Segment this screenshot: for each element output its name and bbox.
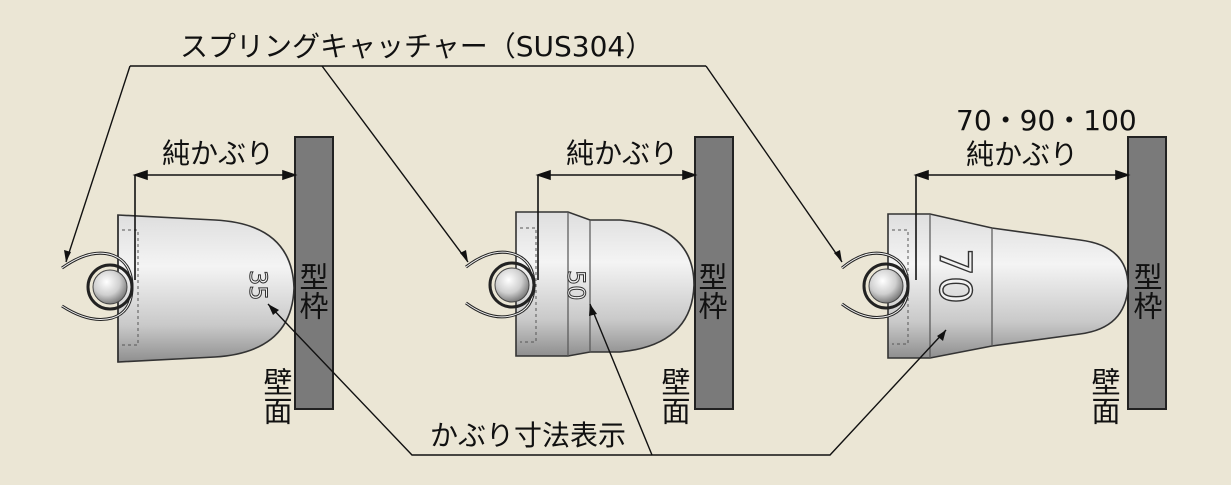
spacer-2	[465, 211, 695, 357]
formwork-label-2: 型枠	[694, 262, 728, 320]
spacer-1	[61, 214, 295, 363]
wall-surface-label-3: 壁面	[1087, 367, 1121, 425]
spacer-1-marking: 35	[244, 270, 272, 301]
net-cover-label-3: 純かぶり	[966, 138, 1078, 171]
cover-dimension-display-label: かぶり寸法表示	[430, 419, 626, 452]
leader-spring-arrows	[64, 250, 842, 262]
formwork-wall-3	[1127, 136, 1167, 410]
formwork-label-1: 型枠	[295, 262, 329, 320]
formwork-wall-1	[294, 136, 334, 410]
leader-cover-display	[267, 303, 947, 456]
spacer-3	[841, 213, 1129, 359]
formwork-wall-2	[694, 136, 734, 410]
wall-surface-label-2: 壁面	[657, 367, 691, 425]
net-cover-label-1: 純かぶり	[162, 137, 274, 170]
dimension-3	[913, 169, 1131, 280]
net-cover-label-2: 純かぶり	[566, 137, 678, 170]
leader-cover-arrows	[268, 304, 946, 341]
spacer-3-marking: 70	[929, 248, 980, 304]
dimension-1	[132, 169, 298, 280]
cover-options-label: 70・90・100	[956, 104, 1137, 137]
leader-spring-catcher	[65, 65, 843, 263]
spacer-2-marking: 50	[562, 270, 590, 301]
dimension-2	[535, 169, 698, 280]
formwork-label-3: 型枠	[1129, 262, 1163, 320]
wall-surface-label-1: 壁面	[259, 367, 293, 425]
spring-catcher-label: スプリングキャッチャー（SUS304）	[180, 30, 653, 63]
